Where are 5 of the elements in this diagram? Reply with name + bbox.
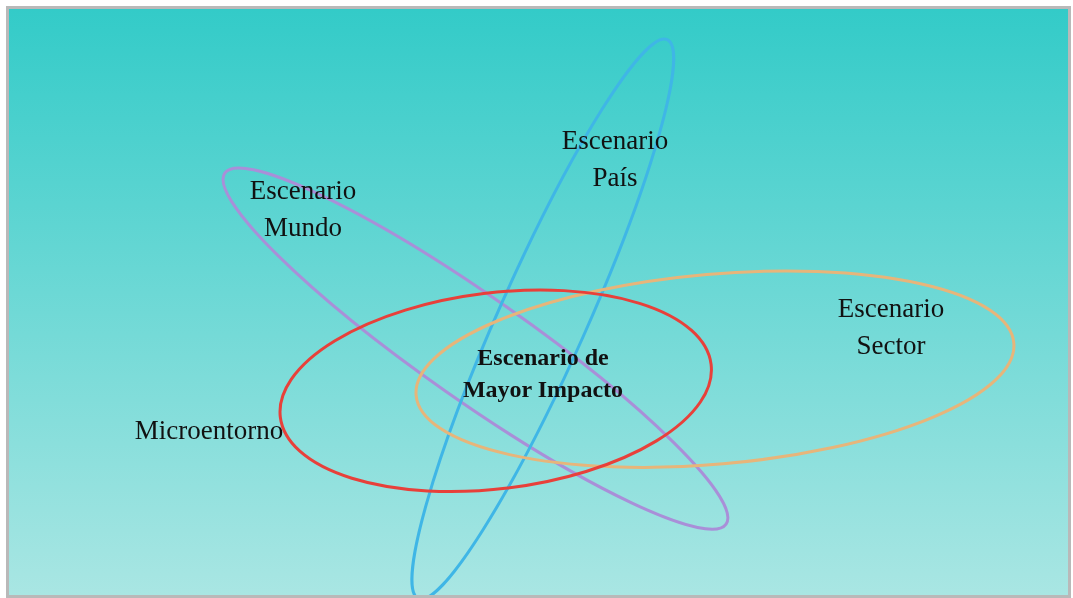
set-label: Escenario Mundo — [248, 174, 358, 244]
intersection-label: Escenario de Mayor Impacto — [461, 343, 625, 404]
set-label: Microentorno — [133, 413, 285, 447]
set-label: Escenario Sector — [836, 292, 946, 362]
set-label: Escenario País — [560, 124, 670, 194]
